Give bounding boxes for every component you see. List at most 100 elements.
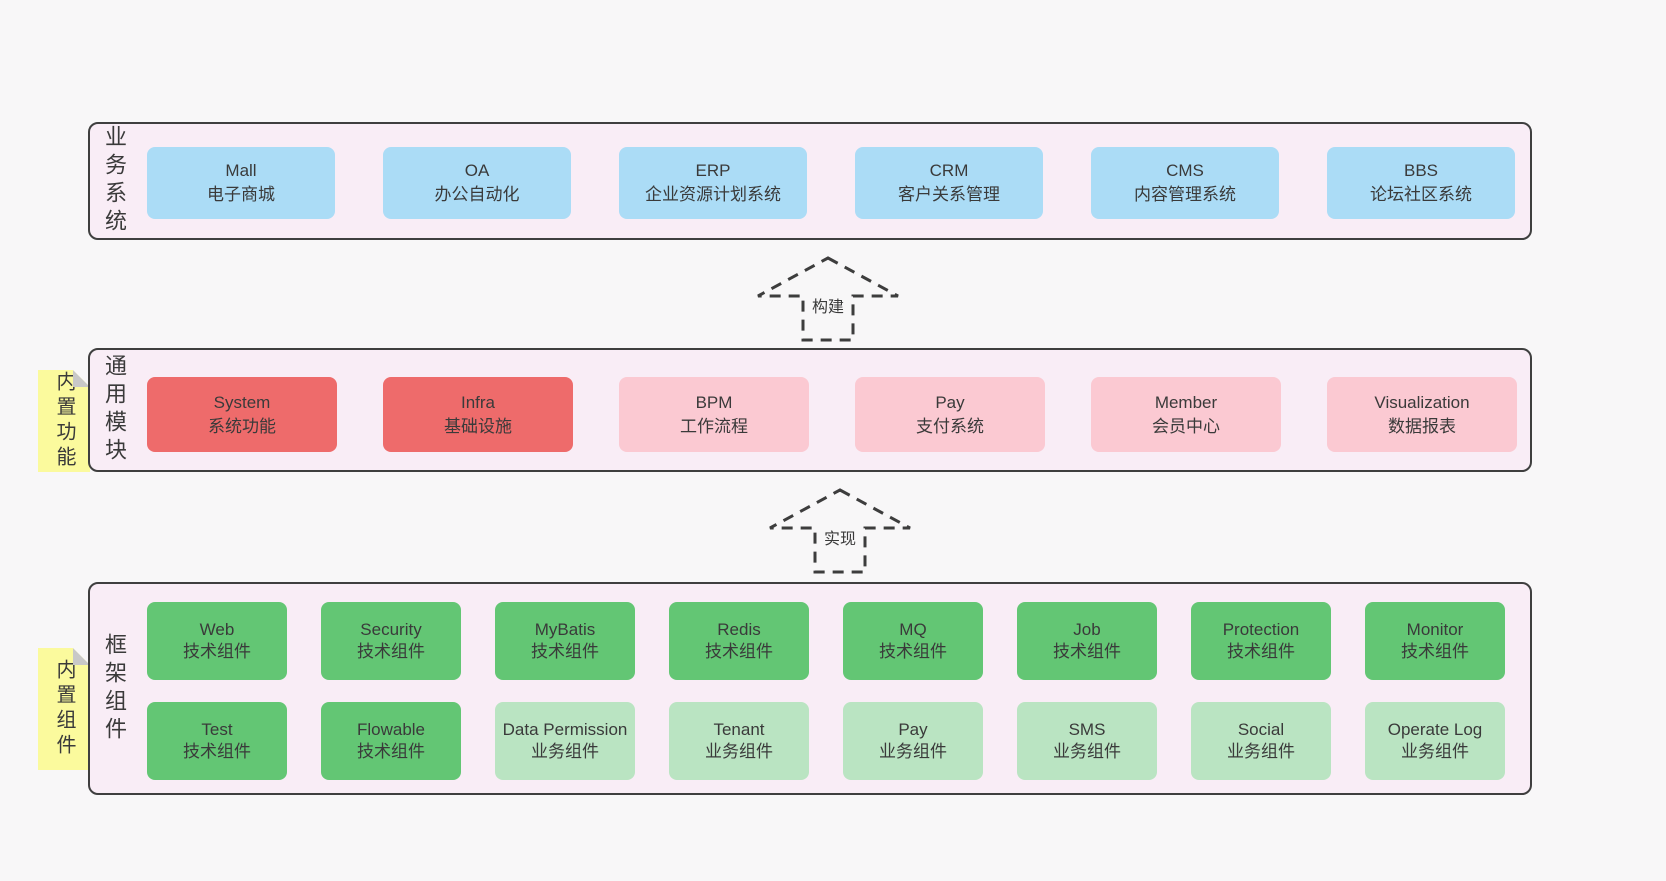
module-title: Pay: [935, 392, 965, 412]
band-label: 框架组件: [102, 632, 127, 745]
module-title: Monitor: [1406, 620, 1464, 639]
module-title: SMS: [1068, 720, 1106, 739]
module-title: System: [213, 392, 271, 412]
module-box: BBS 论坛社区系统: [1327, 147, 1515, 219]
module-box: Test 技术组件: [147, 702, 287, 780]
module-box: MyBatis 技术组件: [495, 602, 635, 680]
band-label: 通用模块: [102, 354, 127, 466]
module-box: Pay 支付系统: [855, 377, 1045, 452]
module-subtitle: 技术组件: [183, 742, 251, 761]
up-block-arrow-icon: [757, 256, 899, 342]
module-subtitle: 内容管理系统: [1134, 185, 1236, 204]
up-block-arrow-icon: [769, 488, 911, 574]
module-subtitle: 业务组件: [1053, 742, 1121, 761]
module-box: Mall 电子商城: [147, 147, 335, 219]
module-title: Operate Log: [1387, 720, 1483, 739]
module-title: MQ: [899, 620, 927, 639]
module-box: Data Permission 业务组件: [495, 702, 635, 780]
module-box: Protection 技术组件: [1191, 602, 1331, 680]
module-subtitle: 技术组件: [531, 642, 599, 661]
module-subtitle: 技术组件: [1227, 642, 1295, 661]
band-common-modules: 通用模块 System 系统功能 Infra 基础设施 BPM 工作流程 Pay…: [88, 348, 1532, 472]
box-grid: Web 技术组件 Security 技术组件 MyBatis 技术组件 Redi…: [147, 602, 1505, 780]
module-subtitle: 业务组件: [1227, 742, 1295, 761]
module-box: SMS 业务组件: [1017, 702, 1157, 780]
box-grid: System 系统功能 Infra 基础设施 BPM 工作流程 Pay 支付系统…: [147, 377, 1517, 452]
module-title: Visualization: [1374, 392, 1470, 412]
sticky-note-label: 内置组件: [53, 659, 75, 759]
module-title: Social: [1237, 720, 1285, 739]
module-title: Security: [360, 620, 422, 639]
module-subtitle: 技术组件: [357, 642, 425, 661]
module-title: Job: [1073, 620, 1101, 639]
module-title: BPM: [695, 392, 733, 412]
module-title: Member: [1154, 392, 1218, 412]
module-title: Test: [201, 720, 233, 739]
module-box: Infra 基础设施: [383, 377, 573, 452]
module-box: Visualization 数据报表: [1327, 377, 1517, 452]
module-box: BPM 工作流程: [619, 377, 809, 452]
box-row: Web 技术组件 Security 技术组件 MyBatis 技术组件 Redi…: [147, 602, 1505, 680]
module-subtitle: 基础设施: [444, 416, 512, 436]
box-row: System 系统功能 Infra 基础设施 BPM 工作流程 Pay 支付系统…: [147, 377, 1517, 452]
module-box: Social 业务组件: [1191, 702, 1331, 780]
band-label: 业务系统: [102, 125, 127, 237]
sticky-note-builtin-features: 内置功能: [38, 370, 90, 472]
module-title: Flowable: [356, 720, 426, 739]
module-subtitle: 技术组件: [1053, 642, 1121, 661]
module-box: System 系统功能: [147, 377, 337, 452]
module-subtitle: 技术组件: [357, 742, 425, 761]
module-subtitle: 办公自动化: [434, 185, 520, 204]
box-row: Mall 电子商城 OA 办公自动化 ERP 企业资源计划系统 CRM 客户关系…: [147, 147, 1515, 219]
module-subtitle: 系统功能: [208, 416, 276, 436]
module-box: Member 会员中心: [1091, 377, 1281, 452]
box-row: Test 技术组件 Flowable 技术组件 Data Permission …: [147, 702, 1505, 780]
arrow-label: 构建: [808, 292, 848, 318]
module-subtitle: 电子商城: [207, 185, 275, 204]
module-box: Operate Log 业务组件: [1365, 702, 1505, 780]
module-subtitle: 业务组件: [705, 742, 773, 761]
module-box: MQ 技术组件: [843, 602, 983, 680]
module-title: Redis: [717, 620, 761, 639]
arrow-build: 构建: [756, 256, 900, 342]
module-box: Tenant 业务组件: [669, 702, 809, 780]
module-box: OA 办公自动化: [383, 147, 571, 219]
module-title: CRM: [929, 161, 969, 180]
module-subtitle: 业务组件: [531, 742, 599, 761]
sticky-note-label: 内置功能: [53, 371, 75, 471]
module-subtitle: 业务组件: [879, 742, 947, 761]
module-box: ERP 企业资源计划系统: [619, 147, 807, 219]
module-subtitle: 支付系统: [916, 416, 984, 436]
arrow-label: 实现: [820, 524, 860, 550]
module-title: MyBatis: [534, 620, 596, 639]
arrow-implement: 实现: [768, 488, 912, 574]
module-box: CMS 内容管理系统: [1091, 147, 1279, 219]
module-box: Monitor 技术组件: [1365, 602, 1505, 680]
module-title: Web: [199, 620, 235, 639]
module-box: Redis 技术组件: [669, 602, 809, 680]
module-subtitle: 客户关系管理: [898, 185, 1000, 204]
module-box: Job 技术组件: [1017, 602, 1157, 680]
box-grid: Mall 电子商城 OA 办公自动化 ERP 企业资源计划系统 CRM 客户关系…: [147, 147, 1515, 219]
module-subtitle: 技术组件: [1401, 642, 1469, 661]
module-title: Data Permission: [502, 720, 628, 739]
module-title: Protection: [1222, 620, 1300, 639]
module-title: Pay: [898, 720, 928, 739]
module-subtitle: 数据报表: [1388, 416, 1456, 436]
band-framework-components: 框架组件 Web 技术组件 Security 技术组件 MyBatis 技术组件…: [88, 582, 1532, 795]
module-box: CRM 客户关系管理: [855, 147, 1043, 219]
module-box: Pay 业务组件: [843, 702, 983, 780]
module-title: Mall: [225, 161, 257, 180]
module-subtitle: 技术组件: [879, 642, 947, 661]
module-subtitle: 技术组件: [183, 642, 251, 661]
module-subtitle: 工作流程: [680, 416, 748, 436]
module-subtitle: 业务组件: [1401, 742, 1469, 761]
module-subtitle: 企业资源计划系统: [645, 185, 781, 204]
sticky-note-builtin-components: 内置组件: [38, 648, 90, 770]
band-business-systems: 业务系统 Mall 电子商城 OA 办公自动化 ERP 企业资源计划系统 CRM…: [88, 122, 1532, 240]
module-box: Flowable 技术组件: [321, 702, 461, 780]
module-subtitle: 论坛社区系统: [1370, 185, 1472, 204]
module-box: Web 技术组件: [147, 602, 287, 680]
module-title: BBS: [1403, 161, 1439, 180]
